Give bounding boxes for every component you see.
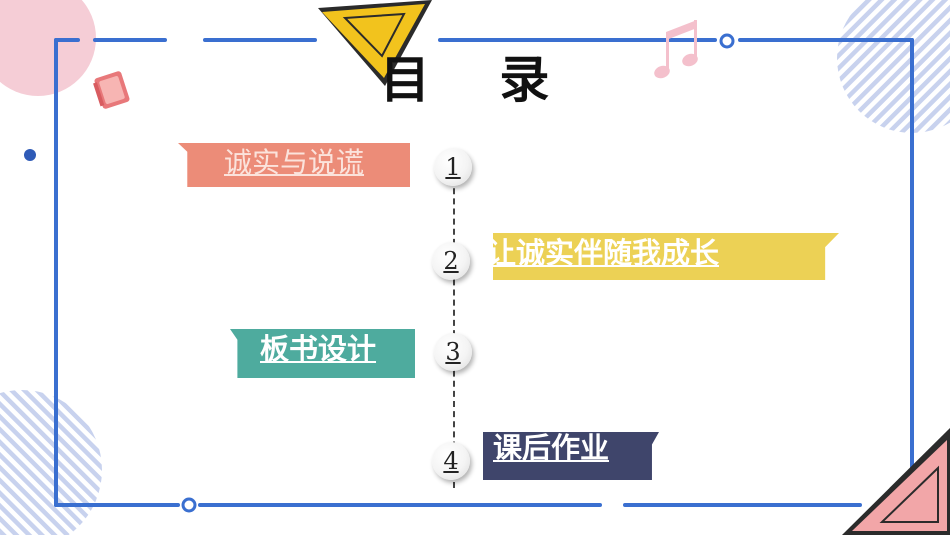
item-number-2: 2 bbox=[432, 242, 470, 280]
menu-item-3[interactable]: 板书设计 bbox=[230, 329, 415, 378]
item-number-1: 1 bbox=[434, 148, 472, 186]
item-number-3: 3 bbox=[434, 333, 472, 371]
music-note-icon bbox=[654, 20, 698, 79]
striped-circle-bottom-left bbox=[0, 390, 102, 535]
page-title: 目 录 bbox=[380, 51, 576, 109]
pink-triangle-decoration bbox=[842, 428, 950, 535]
menu-item-2[interactable]: 让诚实伴随我成长 bbox=[493, 233, 839, 280]
frame-ring-bottom bbox=[181, 497, 197, 513]
blue-dot-left bbox=[24, 149, 36, 161]
menu-item-1[interactable]: 诚实与说谎 bbox=[178, 143, 410, 187]
frame-ring-top bbox=[719, 33, 735, 49]
notebook-icon bbox=[93, 71, 130, 109]
yellow-triangle-decoration bbox=[318, 0, 432, 86]
pink-circle-decoration bbox=[0, 0, 96, 96]
menu-item-4[interactable]: 课后作业 bbox=[483, 432, 659, 480]
striped-circle-top-right bbox=[837, 0, 950, 133]
blue-frame bbox=[54, 38, 914, 507]
timeline-line bbox=[453, 168, 455, 488]
item-number-4: 4 bbox=[432, 442, 470, 480]
